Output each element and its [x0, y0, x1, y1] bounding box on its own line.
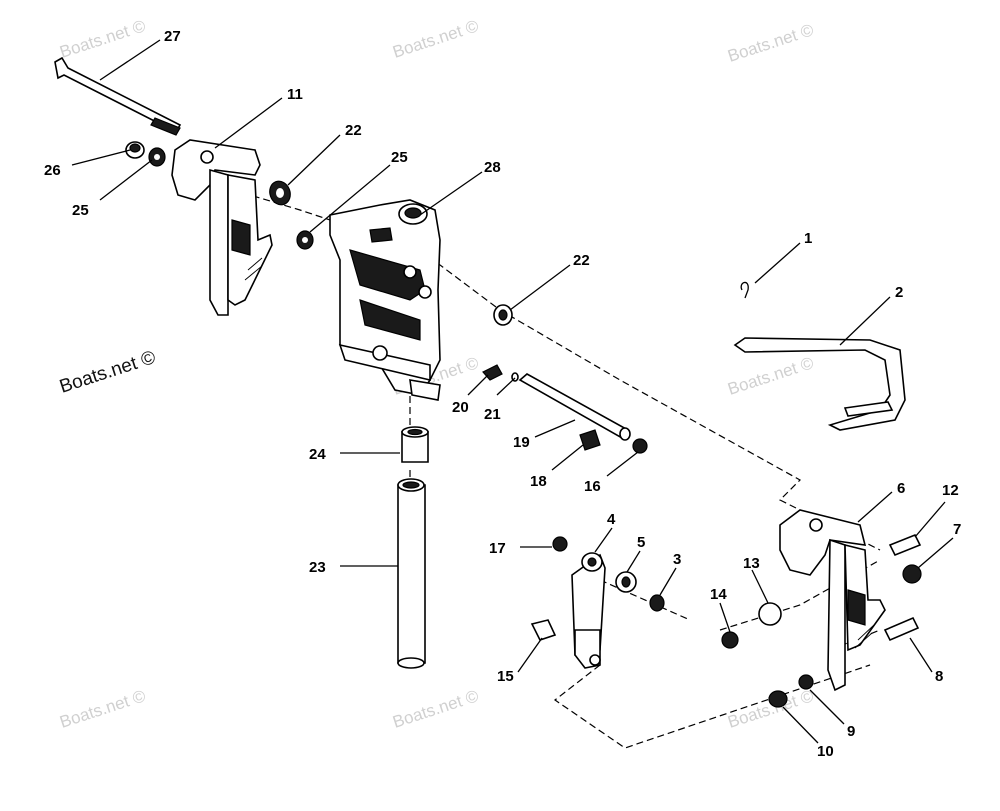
- part-25-washer: [148, 147, 166, 167]
- part-14-nut: [721, 631, 739, 649]
- callout-21: 21: [484, 406, 501, 423]
- watermark: Boats.net ©: [57, 686, 148, 732]
- part-11-clamp-bracket: [171, 139, 273, 316]
- callout-23: 23: [309, 559, 326, 576]
- callout-26: 26: [44, 162, 61, 179]
- watermark: Boats.net ©: [390, 686, 481, 732]
- callout-25: 25: [391, 149, 408, 166]
- part-5-bushing: [615, 571, 637, 593]
- callout-22: 22: [573, 252, 590, 269]
- part-26-nut: [125, 141, 145, 159]
- part-9-washer: [798, 674, 814, 690]
- callout-24: 24: [309, 446, 326, 463]
- callout-13: 13: [743, 555, 760, 572]
- part-6-clamp-bracket: [779, 509, 886, 692]
- part-1-clip: [740, 281, 749, 299]
- part-10-nut: [768, 690, 788, 708]
- watermark: Boats.net ©: [725, 353, 816, 399]
- callout-11: 11: [287, 86, 303, 103]
- callout-1: 1: [804, 230, 812, 247]
- callout-12: 12: [942, 482, 959, 499]
- part-8-bolt: [883, 616, 920, 642]
- part-13-washer: [758, 602, 782, 626]
- callout-25: 25: [72, 202, 89, 219]
- part-18-bushing: [579, 429, 601, 451]
- callout-22: 22: [345, 122, 362, 139]
- part-27-long-bolt: [54, 56, 182, 136]
- part-3-washer: [649, 594, 665, 612]
- callout-18: 18: [530, 473, 547, 490]
- callout-4: 4: [607, 511, 616, 528]
- watermark: Boats.net ©: [725, 20, 816, 66]
- callout-20: 20: [452, 399, 469, 416]
- callout-2: 2: [895, 284, 903, 301]
- watermark: Boats.net ©: [390, 16, 481, 62]
- part-22-washer-upper: [269, 180, 291, 206]
- part-22-washer-right: [493, 304, 513, 326]
- callout-8: 8: [935, 668, 943, 685]
- part-2-tilt-rod: [733, 337, 906, 431]
- part-12-bolt: [888, 533, 922, 557]
- part-4-shock-absorber: [571, 552, 606, 669]
- part-20-fitting: [482, 364, 503, 381]
- part-23-tube: [397, 478, 426, 669]
- callout-14: 14: [710, 586, 727, 603]
- part-17-nut: [552, 536, 568, 552]
- part-16-nut: [632, 438, 648, 454]
- part-19-shaft: [518, 373, 631, 441]
- part-24-sleeve: [401, 426, 429, 463]
- callout-15: 15: [497, 668, 514, 685]
- part-28-swivel-bracket: [329, 199, 441, 401]
- watermark: Boats.net ©: [725, 686, 816, 732]
- callout-10: 10: [817, 743, 834, 760]
- callout-7: 7: [953, 521, 961, 538]
- assembly-lines: [199, 179, 881, 749]
- leader-lines: [71, 39, 954, 744]
- callout-5: 5: [637, 534, 645, 551]
- callout-labels: 27 11 26 25 22 25 28 1 2 22 20 21 19 24 …: [44, 28, 961, 760]
- callout-19: 19: [513, 434, 530, 451]
- part-25-washer-middle: [296, 230, 314, 250]
- callout-3: 3: [673, 551, 681, 568]
- watermark: Boats.net ©: [57, 16, 148, 62]
- part-7-nut: [902, 564, 922, 584]
- callout-27: 27: [164, 28, 181, 45]
- callout-28: 28: [484, 159, 501, 176]
- callout-17: 17: [489, 540, 506, 557]
- part-15-bolt: [530, 619, 557, 641]
- watermark: Boats.net ©: [57, 347, 158, 398]
- callout-6: 6: [897, 480, 905, 497]
- callout-9: 9: [847, 723, 855, 740]
- callout-16: 16: [584, 478, 601, 495]
